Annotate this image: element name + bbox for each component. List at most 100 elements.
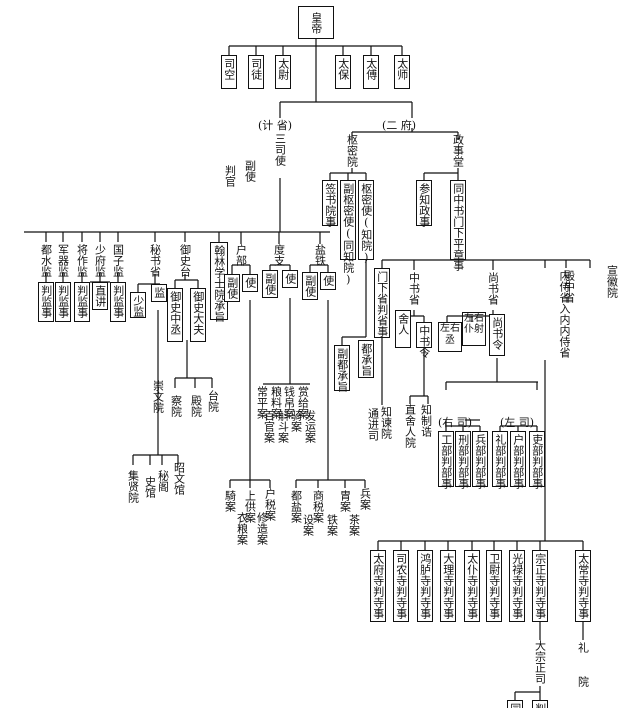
hanlin-label: 翰林学士院承旨 (212, 245, 226, 322)
bu-label: 户部判部事 (511, 434, 525, 489)
gong-label: 司徒 (249, 58, 263, 80)
dian-label: 殿院 (189, 395, 203, 417)
jian-label: 监 (152, 287, 166, 298)
si-label: 司农寺判寺事 (394, 553, 408, 619)
jian-label-5: 国子监 (111, 244, 125, 277)
duchengzhi-box: 都承旨 (358, 340, 374, 378)
mishu-label: 秘书省 (148, 244, 162, 277)
yantie-case-3: 商税案 (311, 490, 325, 523)
li-label: 礼 (576, 642, 590, 653)
si-label: 大理寺判寺事 (441, 553, 455, 619)
zhizhigao-label: 知制诰 (419, 404, 433, 437)
xuanhui-label: 宣徽院 (605, 265, 619, 298)
fushi-label: 副使 (263, 273, 277, 295)
yantie-case-4: 都盐案 (289, 490, 303, 523)
zhijiang-label: 直讲 (93, 285, 107, 307)
fushi-label: 副使 (225, 277, 239, 299)
zuoyoucheng-box: 左右丞 (438, 322, 462, 352)
jian-panshi-1: 判监事 (38, 282, 54, 322)
si-box-3: 鸿胪寺判寺事 (417, 550, 433, 622)
dafu-box: 御史大夫 (190, 288, 206, 342)
right-bu-3: 兵部判部事 (472, 431, 488, 489)
right-bu-1: 工部判部事 (438, 431, 454, 489)
panguan-label: 判官 (223, 165, 237, 187)
si-box-1: 太府寺判寺事 (370, 550, 386, 622)
zhongshu-label: 中书省 (407, 272, 421, 305)
shi-label: 使 (321, 275, 335, 286)
dafu-label: 御史大夫 (191, 291, 205, 335)
duzhi-shi-box: 使 (282, 270, 298, 288)
shaojian-box: 少监 (130, 292, 146, 318)
zhongcheng-box: 御史中丞 (167, 288, 183, 342)
sansi-label: 三司使 (273, 133, 287, 166)
bu-label: 工部判部事 (439, 434, 453, 489)
si-label: 鸿胪寺判寺事 (418, 553, 432, 619)
canzhi-label: 参知政事 (417, 183, 431, 227)
yantie-shi-box: 使 (320, 272, 336, 290)
bottom-label: 同 (509, 703, 522, 708)
dianzhong-label: 殿中省 (562, 270, 576, 303)
shi-label: 使 (283, 273, 297, 284)
bottom-box-1: 同 (507, 700, 523, 708)
qianshu-box: 签书院事 (322, 180, 338, 227)
shangshuling-label: 尚书令 (490, 317, 504, 350)
si-label: 太常寺判寺事 (576, 553, 590, 619)
menxia-box: 门下省判省事 (374, 268, 390, 338)
yantie-case-7: 设案 (301, 514, 315, 536)
canzhi-box: 参知政事 (416, 180, 432, 227)
left-bu-1: 礼部判部事 (492, 431, 508, 489)
si-label: 光禄寺判寺事 (510, 553, 524, 619)
zhongshuling-label: 中书令 (417, 325, 431, 358)
bottom-label: 判 (534, 703, 547, 708)
hubu-case-1: 户税案 (263, 488, 277, 521)
group-right-label: (二 府) (382, 119, 417, 132)
yantie-case-5: 茶案 (347, 514, 361, 536)
bu-label: 吏部判部事 (530, 434, 544, 489)
left-bu-3: 吏部判部事 (529, 431, 545, 489)
sheren-box: 舍人 (395, 310, 411, 348)
shi-box-2: 太傅 (363, 55, 379, 89)
duchengzhi-label: 都承旨 (359, 343, 373, 376)
si-box-7: 光禄寺判寺事 (509, 550, 525, 622)
shi-label: 太傅 (364, 58, 378, 80)
si-label: 宗正寺判寺事 (533, 553, 547, 619)
right-si-label: (右 司) (438, 416, 473, 429)
si-box-4: 大理寺判寺事 (440, 550, 456, 622)
gong-box-2: 司徒 (248, 55, 264, 89)
hubu-case-4: 修造案 (255, 512, 269, 545)
fuduchengzhi-label: 副都承旨 (335, 348, 349, 392)
shiguan-label: 史馆 (143, 476, 157, 498)
group-left-label: (计 省) (258, 119, 293, 132)
gong-label: 太尉 (276, 58, 290, 80)
si-label: 卫尉寺判寺事 (487, 553, 501, 619)
fuduchengzhi-box: 副都承旨 (334, 345, 350, 392)
ge-label: 秘阁 (156, 470, 170, 492)
qianshu-label: 签书院事 (323, 183, 337, 227)
cha-label: 察院 (169, 395, 183, 417)
si-box-2: 司农寺判寺事 (393, 550, 409, 622)
left-si-label: (左 司) (500, 416, 535, 429)
si-label: 太仆寺判寺事 (465, 553, 479, 619)
duzhi-case-2: 钱帛案 (282, 386, 296, 419)
sansi-deputy-label: 副使 (243, 160, 257, 182)
shangshuling-box: 尚书令 (489, 314, 505, 356)
shi-box-3: 太师 (394, 55, 410, 89)
emperor-box: 皇帝 (298, 6, 334, 39)
jian-panshi-5: 判监事 (110, 282, 126, 322)
yuan-label: 院 (576, 676, 590, 687)
yantie-case-6: 铁案 (325, 514, 339, 536)
dept-label-yantie: 盐铁 (313, 244, 327, 266)
duzhi-case-4: 常平案 (255, 386, 269, 419)
gong-box-3: 太尉 (275, 55, 291, 89)
hubu-case-3: 衣粮案 (235, 512, 249, 545)
jian-label-3: 将作监 (75, 244, 89, 277)
dept-label-hubu: 户部 (234, 244, 248, 266)
yantie-case-2: 胄案 (338, 490, 352, 512)
chongwen-label: 崇文院 (151, 380, 165, 413)
panshi-label: 判监事 (75, 285, 89, 318)
duzhi-fushi-box: 副使 (262, 270, 278, 298)
dazongzheng-label: 大宗正司 (533, 640, 547, 684)
jinzouyuan-label: 通进司 (366, 408, 380, 441)
hubu-shi-box: 使 (242, 274, 258, 292)
gong-box-1: 司空 (221, 55, 237, 89)
